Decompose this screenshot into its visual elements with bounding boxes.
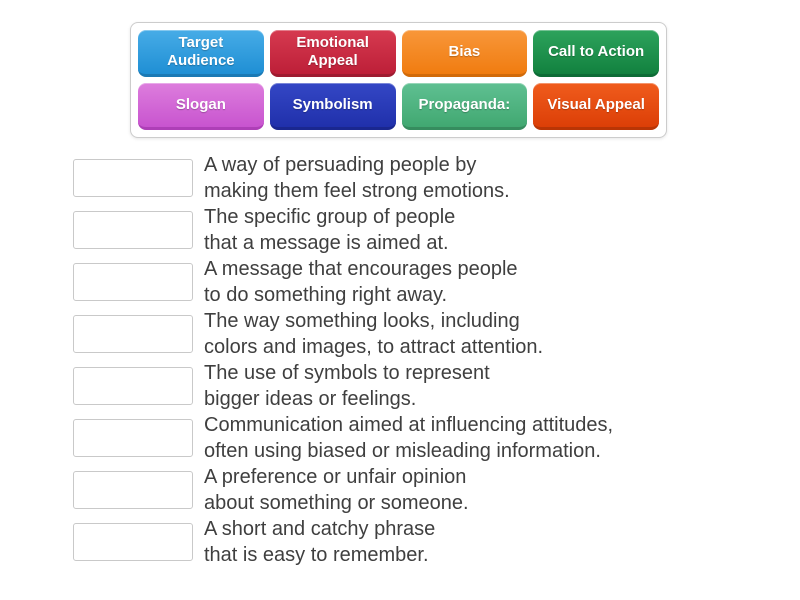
- match-row: A way of persuading people by making the…: [73, 152, 613, 204]
- definition-text: The way something looks, including color…: [204, 310, 544, 358]
- word-tile-slogan[interactable]: Slogan: [138, 83, 264, 130]
- definition-text: A message that encourages people to do s…: [204, 258, 518, 306]
- match-row: Communication aimed at influencing attit…: [73, 412, 613, 464]
- drop-zone-3[interactable]: [73, 263, 193, 301]
- drop-zone-8[interactable]: [73, 523, 193, 561]
- drop-zone-6[interactable]: [73, 419, 193, 457]
- definition-text: A short and catchy phrase that is easy t…: [204, 518, 436, 566]
- definition-text: The specific group of people that a mess…: [204, 206, 456, 254]
- match-row: A short and catchy phrase that is easy t…: [73, 516, 613, 568]
- drop-zone-1[interactable]: [73, 159, 193, 197]
- word-tile-call-to-action[interactable]: Call to Action: [533, 30, 659, 77]
- word-tile-propaganda[interactable]: Propaganda:: [401, 83, 528, 130]
- drop-zone-5[interactable]: [73, 367, 193, 405]
- match-row: A message that encourages people to do s…: [73, 256, 613, 308]
- word-tile-visual-appeal[interactable]: Visual Appeal: [533, 83, 659, 130]
- definition-text: A way of persuading people by making the…: [204, 154, 510, 202]
- word-tile-bias[interactable]: Bias: [401, 30, 528, 77]
- word-tile-symbolism[interactable]: Symbolism: [269, 83, 396, 130]
- definition-text: Communication aimed at influencing attit…: [204, 414, 614, 462]
- match-row: The use of symbols to represent bigger i…: [73, 360, 613, 412]
- word-tile-target-audience[interactable]: Target Audience: [138, 30, 264, 77]
- drop-zone-7[interactable]: [73, 471, 193, 509]
- definition-text: A preference or unfair opinion about som…: [204, 466, 469, 514]
- definition-text: The use of symbols to represent bigger i…: [204, 362, 490, 410]
- word-tile-emotional-appeal[interactable]: Emotional Appeal: [269, 30, 396, 77]
- drop-zone-2[interactable]: [73, 211, 193, 249]
- match-row: A preference or unfair opinion about som…: [73, 464, 613, 516]
- match-row: The specific group of people that a mess…: [73, 204, 613, 256]
- definition-list: A way of persuading people by making the…: [73, 152, 613, 568]
- word-bank-panel: Target Audience Emotional Appeal Bias Ca…: [130, 22, 667, 138]
- drop-zone-4[interactable]: [73, 315, 193, 353]
- match-row: The way something looks, including color…: [73, 308, 613, 360]
